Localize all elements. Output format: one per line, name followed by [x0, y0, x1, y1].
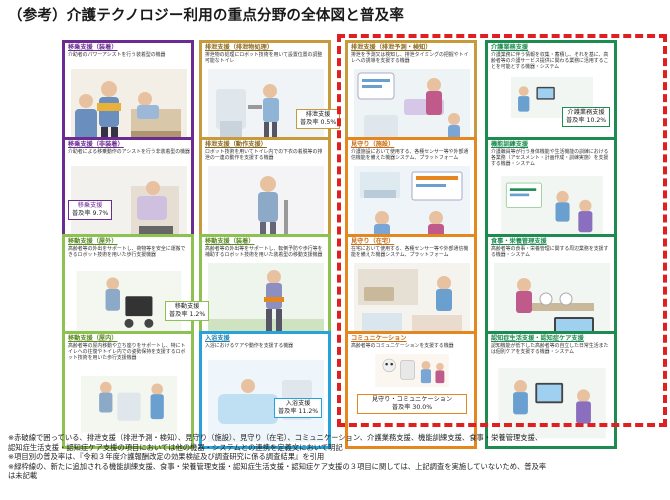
training-illustration — [501, 176, 603, 240]
page-title: （参考）介護テクノロジー利用の重点分野の全体図と普及率 — [8, 8, 405, 24]
rate-value: 普及率 0.5% — [300, 119, 337, 126]
rate-name: 見守り・コミュニケーション — [371, 396, 453, 403]
cell-description: 介護業務に伴う情報を収集・蓄積し、それを基に、高齢者等の介護サービス提供に関わる… — [491, 52, 609, 71]
cell-dementia-care: 認知症生活支援・認知症ケア支援 認知機能が低下した高齢者等の自立した日常生活また… — [485, 331, 617, 449]
footnote-line: は未記載 — [8, 471, 38, 481]
indoor-walker-illustration — [80, 376, 178, 433]
cell-label: コミュニケーション — [351, 335, 407, 342]
rate-value: 普及率 30.0% — [391, 404, 433, 411]
cell-label: 排泄支援（排泄物処理） — [205, 44, 274, 51]
rate-name: 入浴支援 — [285, 400, 311, 407]
cell-description: 認知機能が低下した高齢者等の自立した日常生活または個別ケアを支援する機器・システ… — [491, 343, 609, 356]
cell-description: 高齢者等の外出をサポートし、荷物等を安全に運搬できるロボット技術を用いた歩行支援… — [68, 246, 186, 259]
cell-description: 介護施設において使用する、各種センサー等や外部通信機能を備えた機器システム、プラ… — [351, 149, 469, 162]
footnote-line: 認知症生活支援・認知症ケア支援の項目においては他の機器・システムとの連携を定義文… — [8, 442, 343, 452]
cell-description: 在宅において使用する、各種センサー等や外部通信機能を備えた機器システム、プラット… — [351, 246, 469, 259]
footnotes: ※赤破線で囲っている、排泄支援（排泄予測・検知）、見守り（施設）、見守り（在宅）… — [8, 433, 664, 481]
cell-bathing: 入浴支援 入浴におけるケアや動作を支援する機器 — [199, 331, 331, 449]
rate-name: 移動支援 — [174, 303, 200, 310]
rate-name: 移乗支援 — [77, 202, 103, 209]
rate-name: 介護業務支援 — [567, 109, 605, 116]
rate-badge-care-work: 介護業務支援 普及率 10.2% — [562, 107, 611, 127]
cell-description: 排泄を予測又は検知し、排泄タイミングの把握やトイレへの誘導を支援する機器 — [351, 52, 469, 65]
rate-value: 普及率 9.7% — [72, 210, 109, 217]
cell-label: 見守り（在宅） — [351, 238, 395, 245]
cell-label: 移乗支援（装着） — [68, 44, 118, 51]
rate-value: 普及率 11.2% — [278, 408, 319, 415]
cell-description: 高齢者等の食事・栄養管理に関する周辺業務を支援する機器・システム — [491, 246, 609, 259]
cell-label: 機能訓練支援 — [491, 141, 529, 148]
rate-badge-bathing: 入浴支援 普及率 11.2% — [274, 398, 323, 418]
cell-label: 認知症生活支援・認知症ケア支援 — [491, 335, 584, 342]
cell-label: 排泄支援（排泄予測・検知） — [351, 44, 432, 51]
cell-description: 介助者のパワーアシストを行う装着型の機器 — [68, 52, 166, 58]
rate-name: 排泄支援 — [305, 111, 331, 118]
footnote-line: ※赤破線で囲っている、排泄支援（排泄予測・検知）、見守り（施設）、見守り（在宅）… — [8, 433, 543, 442]
cell-description: 入浴におけるケアや動作を支援する機器 — [205, 343, 294, 349]
cell-communication: コミュニケーション 高齢者等のコミュニケーションを支援する機器 — [345, 331, 477, 449]
cell-label: 介護業務支援 — [491, 44, 529, 51]
footnote-line: ※緑枠線の、新たに追加される機能訓練支援、食事・栄養管理支援・認知症生活支援・認… — [8, 461, 547, 471]
rate-value: 普及率 10.2% — [566, 117, 607, 124]
footnote-line: ※項目別の普及率は、『令和３年度介護報酬改定の効果検証及び調査研究に係る調査結果… — [8, 452, 325, 462]
cell-description: 介護職員等が行う身体機能や生活機能の訓練における各業務（アセスメント・計画作成・… — [491, 149, 609, 168]
rate-badge-mobility: 移動支援 普及率 1.2% — [165, 301, 210, 321]
rate-value: 普及率 1.2% — [169, 311, 206, 318]
walker-outdoor-illustration — [76, 271, 182, 338]
cell-description: 高齢者等の屋内移動や立ち座りをサポートし、特にトイレへの往復やトイレ内での姿勢保… — [68, 343, 186, 362]
rate-badge-excretion: 排泄支援 普及率 0.5% — [296, 109, 341, 129]
cell-label: 移動支援（屋内） — [68, 335, 118, 342]
cell-label: 排泄支援（動作支援） — [205, 141, 267, 148]
caregiver-lift-illustration — [71, 69, 187, 151]
cell-description: 介助者による移乗動作のアシストを行う非装着型の機器 — [68, 149, 190, 155]
cell-description: 排泄物の処理にロボット技術を用いて設置位置の調整可能なトイレ — [205, 52, 323, 65]
cell-label: 見守り（施設） — [351, 141, 395, 148]
cell-label: 食事・栄養管理支援 — [491, 238, 547, 245]
communication-robot-illustration — [375, 354, 449, 387]
cell-description: 高齢者等のコミュニケーションを支援する機器 — [351, 343, 454, 349]
cell-label: 移動支援（屋外） — [68, 238, 118, 245]
rate-badge-watch: 見守り・コミュニケーション 普及率 30.0% — [357, 394, 467, 414]
cell-label: 移乗支援（非装着） — [68, 141, 124, 148]
cell-label: 入浴支援 — [205, 335, 230, 342]
cell-description: 高齢者等の外出等をサポートし、転倒予防や歩行等を補助するロボット技術を用いた装着… — [205, 246, 323, 259]
cell-label: 移動支援（装着） — [205, 238, 255, 245]
cell-description: ロボット技術を用いてトイレ内での下衣の着脱等の排泄の一連の動作を支援する機器 — [205, 149, 323, 162]
cell-mobility-indoor: 移動支援（屋内） 高齢者等の屋内移動や立ち座りをサポートし、特にトイレへの往復や… — [62, 331, 194, 449]
cell-transfer-wearable: 移乗支援（装着） 介助者のパワーアシストを行う装着型の機器 — [62, 40, 194, 158]
rate-badge-transfer: 移乗支援 普及率 9.7% — [68, 200, 113, 220]
